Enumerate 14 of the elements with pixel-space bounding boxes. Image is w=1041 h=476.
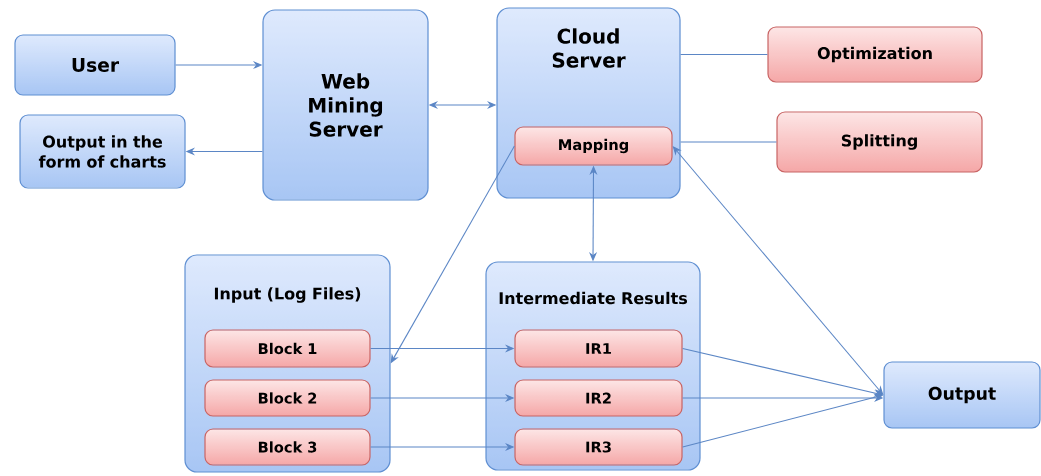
arrow — [672, 146, 884, 395]
user-box: User — [14, 34, 176, 96]
block-box: Block 3 — [204, 428, 371, 466]
block-box: Block 2 — [204, 379, 371, 417]
server-box: Web Mining Server — [262, 9, 429, 201]
output-box: Output — [883, 361, 1041, 429]
task-box: Optimization — [767, 26, 983, 83]
output-box: Output in the form of charts — [19, 114, 186, 189]
result-box: IR3 — [514, 428, 683, 466]
task-box: Mapping — [514, 126, 673, 166]
result-box: IR2 — [514, 379, 683, 417]
result-box: IR1 — [514, 329, 683, 368]
block-box: Block 1 — [204, 329, 371, 368]
task-box: Splitting — [776, 111, 983, 173]
